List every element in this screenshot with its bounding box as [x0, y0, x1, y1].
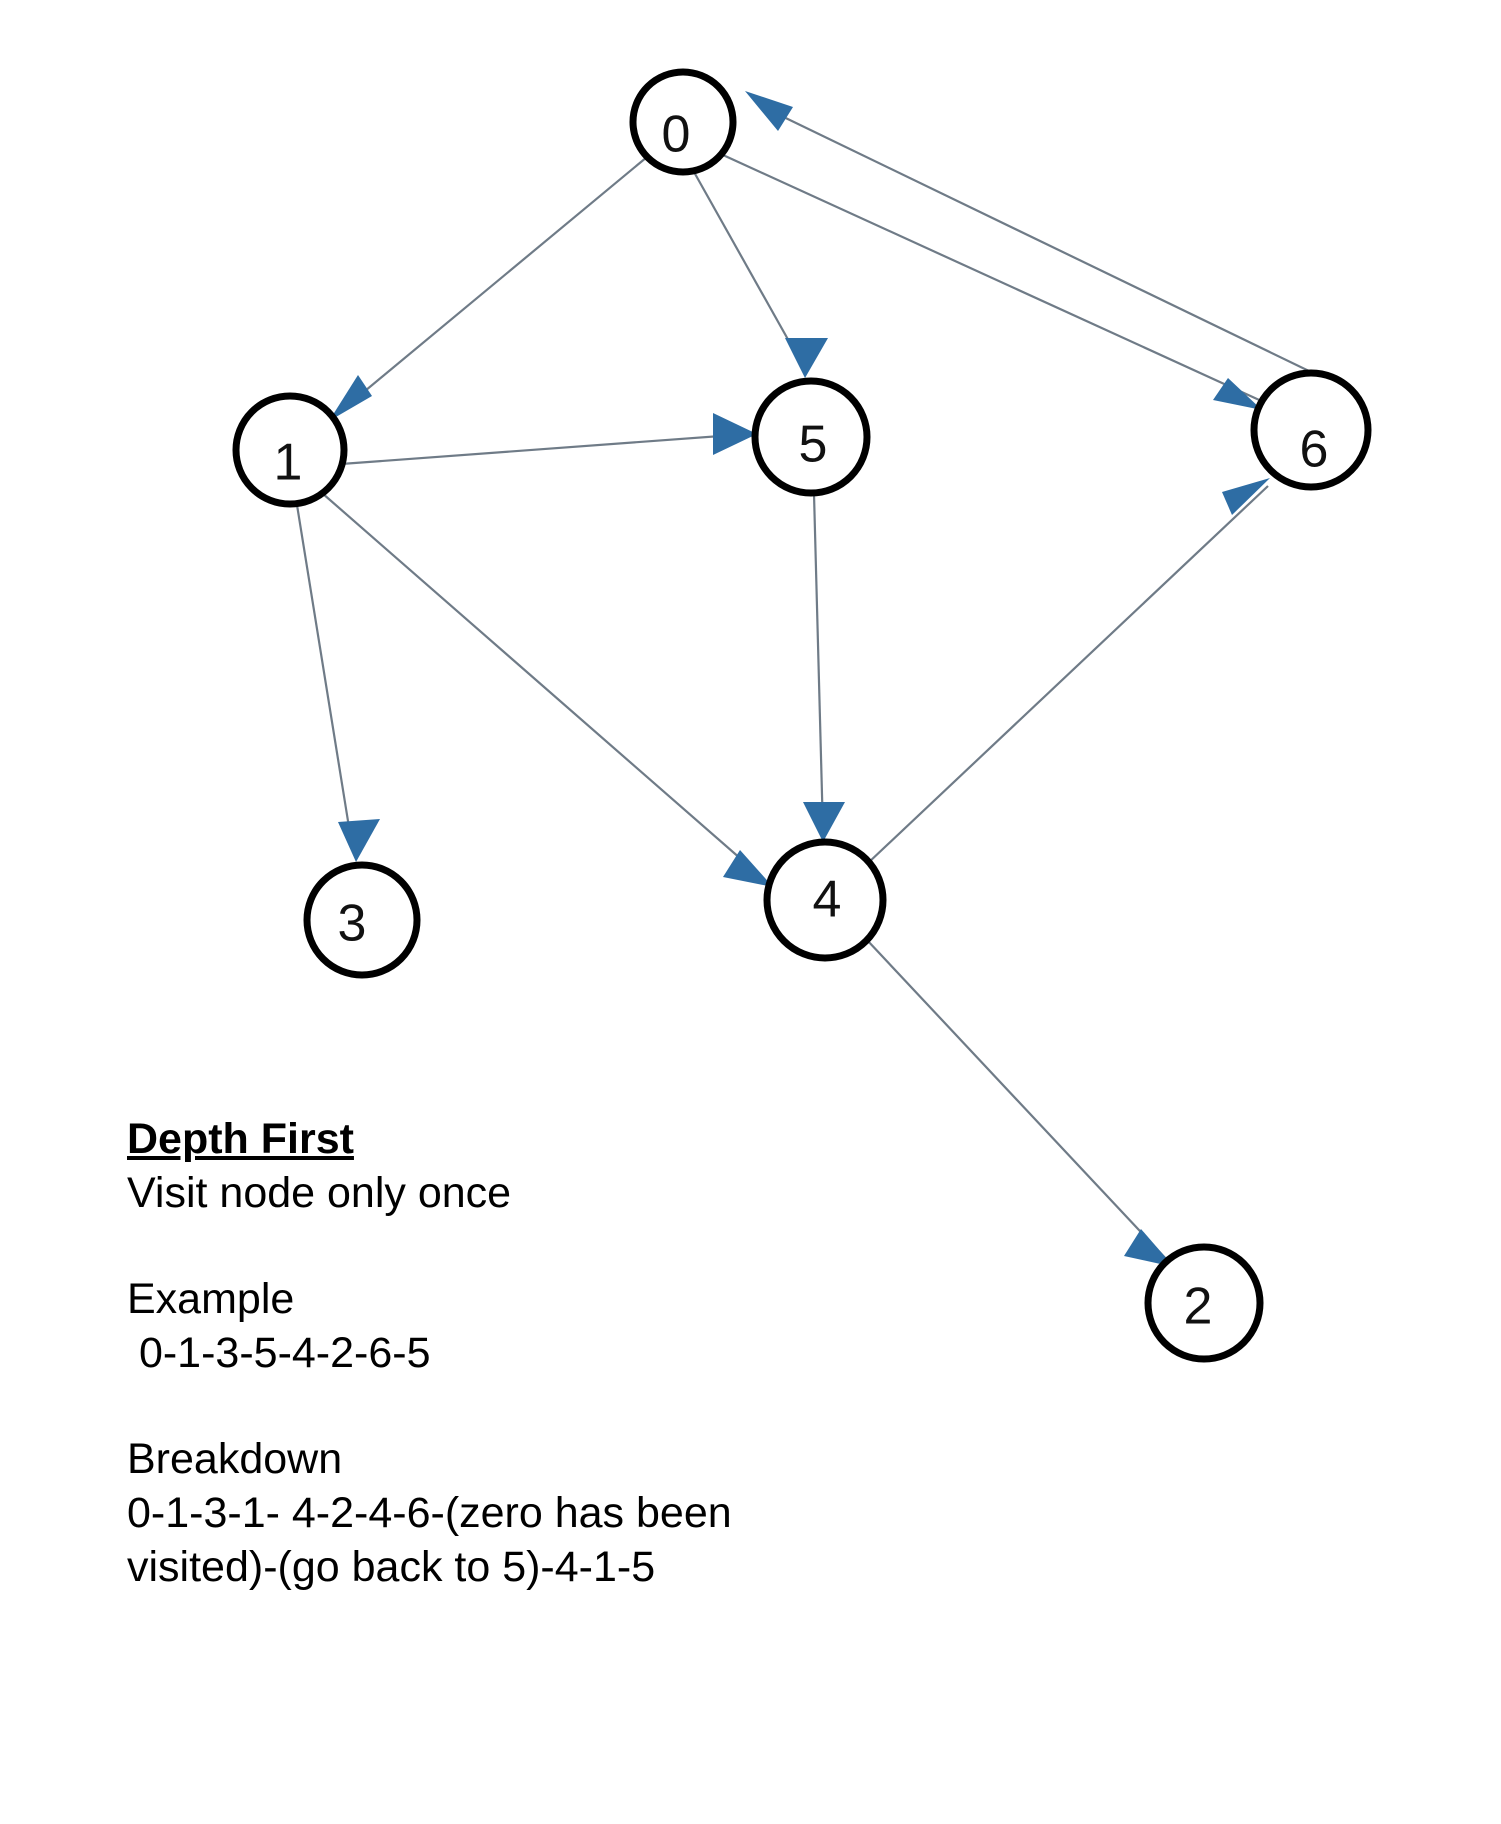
- node-circle-2[interactable]: [1144, 1243, 1264, 1363]
- arrowhead-0-to-6: [1213, 378, 1262, 410]
- edge-1-to-5: [340, 432, 749, 466]
- caption-example-heading: Example: [127, 1275, 295, 1323]
- arrowhead-6-to-0: [745, 91, 793, 131]
- graph-node-5[interactable]: 5: [751, 377, 871, 497]
- node-circle-4[interactable]: [763, 838, 887, 962]
- arrowhead-1-to-3: [338, 819, 380, 862]
- arrowhead-0-to-1: [329, 375, 372, 421]
- edge-0-to-5: [693, 171, 805, 369]
- node-label-4: 4: [813, 871, 842, 929]
- graph-node-0[interactable]: 0: [629, 68, 737, 176]
- node-circle-1[interactable]: [232, 392, 348, 508]
- arrowhead-4-to-6: [1222, 478, 1270, 515]
- node-label-6: 6: [1300, 421, 1329, 479]
- edge-0-to-6: [722, 153, 1269, 406]
- caption-breakdown-heading: Breakdown: [127, 1435, 343, 1483]
- graph-node-4[interactable]: 4: [763, 838, 887, 962]
- graph-node-1[interactable]: 1: [232, 392, 348, 508]
- node-circle-0[interactable]: [629, 68, 737, 176]
- node-label-5: 5: [799, 416, 828, 474]
- node-label-3: 3: [338, 895, 367, 953]
- node-layer: 0 1 5 6 3 4: [232, 68, 1372, 1363]
- edge-4-to-2: [866, 939, 1169, 1262]
- node-label-0: 0: [662, 106, 691, 164]
- graph-node-2[interactable]: 2: [1144, 1243, 1264, 1363]
- edge-layer: [295, 107, 1312, 1262]
- caption-spacer-1: [127, 1220, 917, 1272]
- graph-node-3[interactable]: 3: [303, 861, 421, 979]
- arrowhead-1-to-5: [713, 413, 757, 455]
- arrowhead-0-to-5: [785, 338, 828, 378]
- node-circle-5[interactable]: [751, 377, 871, 497]
- caption-spacer-2: [127, 1380, 917, 1432]
- node-label-2: 2: [1184, 1278, 1213, 1336]
- graph-node-6[interactable]: 6: [1250, 369, 1372, 491]
- node-circle-3[interactable]: [303, 861, 421, 979]
- caption-breakdown-value: 0-1-3-1- 4-2-4-6-(zero has been visited)…: [127, 1489, 732, 1591]
- arrowhead-layer: [329, 91, 1270, 1267]
- node-label-1: 1: [274, 434, 303, 492]
- caption-rule: Visit node only once: [127, 1169, 512, 1217]
- caption-title: Depth First: [127, 1115, 354, 1163]
- edge-4-to-6: [867, 485, 1269, 864]
- caption-block: Depth First Visit node only once Example…: [127, 1112, 917, 1594]
- edge-1-to-4: [321, 492, 766, 881]
- edge-6-to-0: [764, 107, 1312, 373]
- edge-1-to-3: [295, 504, 355, 853]
- arrowhead-4-to-2: [1124, 1229, 1174, 1267]
- node-circle-6[interactable]: [1250, 369, 1372, 491]
- edge-0-to-1: [329, 156, 648, 421]
- arrowhead-5-to-4: [803, 802, 845, 842]
- caption-example-value: 0-1-3-5-4-2-6-5: [127, 1329, 431, 1377]
- edge-5-to-4: [812, 493, 825, 833]
- arrowhead-1-to-4: [723, 850, 773, 887]
